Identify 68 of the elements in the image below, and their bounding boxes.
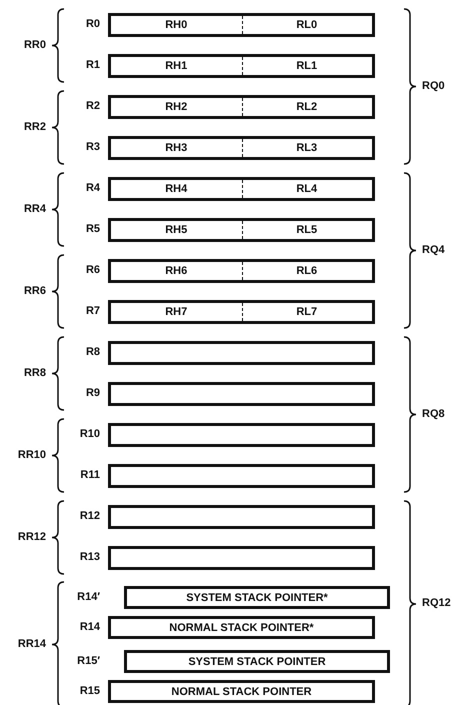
register-name: R10 xyxy=(80,428,100,440)
register-name: R14 xyxy=(80,620,100,632)
byte-register-label: RH2 xyxy=(164,101,188,113)
register-name: R1 xyxy=(86,59,100,71)
register-box xyxy=(124,650,390,673)
register-name: R13 xyxy=(80,551,100,563)
register-group-label: RR4 xyxy=(24,202,46,214)
register-name: R14′ xyxy=(77,590,100,602)
register-name: R8 xyxy=(86,346,100,358)
register-box xyxy=(108,464,375,488)
register-name: R0 xyxy=(86,18,100,30)
byte-register-label: RH6 xyxy=(164,265,188,277)
register-box xyxy=(108,218,375,242)
register-box xyxy=(108,616,375,639)
register-box xyxy=(108,341,375,365)
register-name: R9 xyxy=(86,387,100,399)
register-name: R15′ xyxy=(77,654,100,666)
byte-register-label: RL0 xyxy=(295,19,318,31)
byte-register-label: RH3 xyxy=(164,142,188,154)
register-box xyxy=(108,177,375,201)
byte-register-label: RL7 xyxy=(295,306,318,318)
register-box xyxy=(108,259,375,283)
byte-register-label: RH4 xyxy=(164,183,188,195)
register-name: R12 xyxy=(80,510,100,522)
byte-register-label: RL3 xyxy=(295,142,318,154)
register-group-label: RR10 xyxy=(18,448,46,460)
register-group-label: RQ0 xyxy=(422,80,445,92)
register-box xyxy=(108,54,375,78)
byte-register-label: RL5 xyxy=(295,224,318,236)
register-box xyxy=(108,95,375,119)
byte-register-label: RH0 xyxy=(164,19,188,31)
register-group-label: RR12 xyxy=(18,530,46,542)
register-box xyxy=(124,586,390,609)
register-group-label: RQ8 xyxy=(422,408,445,420)
register-box xyxy=(108,546,375,570)
register-name: R3 xyxy=(86,141,100,153)
register-box xyxy=(108,505,375,529)
register-name: R4 xyxy=(86,182,100,194)
register-group-label: RQ4 xyxy=(422,244,445,256)
register-box xyxy=(108,423,375,447)
register-label: SYSTEM STACK POINTER* xyxy=(185,592,329,604)
byte-register-label: RH1 xyxy=(164,60,188,72)
byte-register-label: RH7 xyxy=(164,306,188,318)
register-box xyxy=(108,300,375,324)
register-name: R15 xyxy=(80,684,100,696)
register-name: R11 xyxy=(80,469,100,481)
register-name: R6 xyxy=(86,264,100,276)
register-group-label: RR14 xyxy=(18,638,46,650)
register-box xyxy=(108,136,375,160)
register-name: R2 xyxy=(86,100,100,112)
register-group-label: RR6 xyxy=(24,284,46,296)
byte-register-label: RL2 xyxy=(295,101,318,113)
register-group-label: RR2 xyxy=(24,120,46,132)
register-label: NORMAL STACK POINTER xyxy=(170,686,313,698)
register-group-label: RQ12 xyxy=(422,597,451,609)
register-label: SYSTEM STACK POINTER xyxy=(187,656,327,668)
byte-register-label: RH5 xyxy=(164,224,188,236)
register-group-label: RR8 xyxy=(24,366,46,378)
register-box xyxy=(108,13,375,37)
register-label: NORMAL STACK POINTER* xyxy=(168,622,315,634)
register-box xyxy=(108,680,375,703)
byte-register-label: RL1 xyxy=(295,60,318,72)
register-group-label: RR0 xyxy=(24,38,46,50)
register-name: R7 xyxy=(86,305,100,317)
register-box xyxy=(108,382,375,406)
register-name: R5 xyxy=(86,223,100,235)
byte-register-label: RL6 xyxy=(295,265,318,277)
byte-register-label: RL4 xyxy=(295,183,318,195)
